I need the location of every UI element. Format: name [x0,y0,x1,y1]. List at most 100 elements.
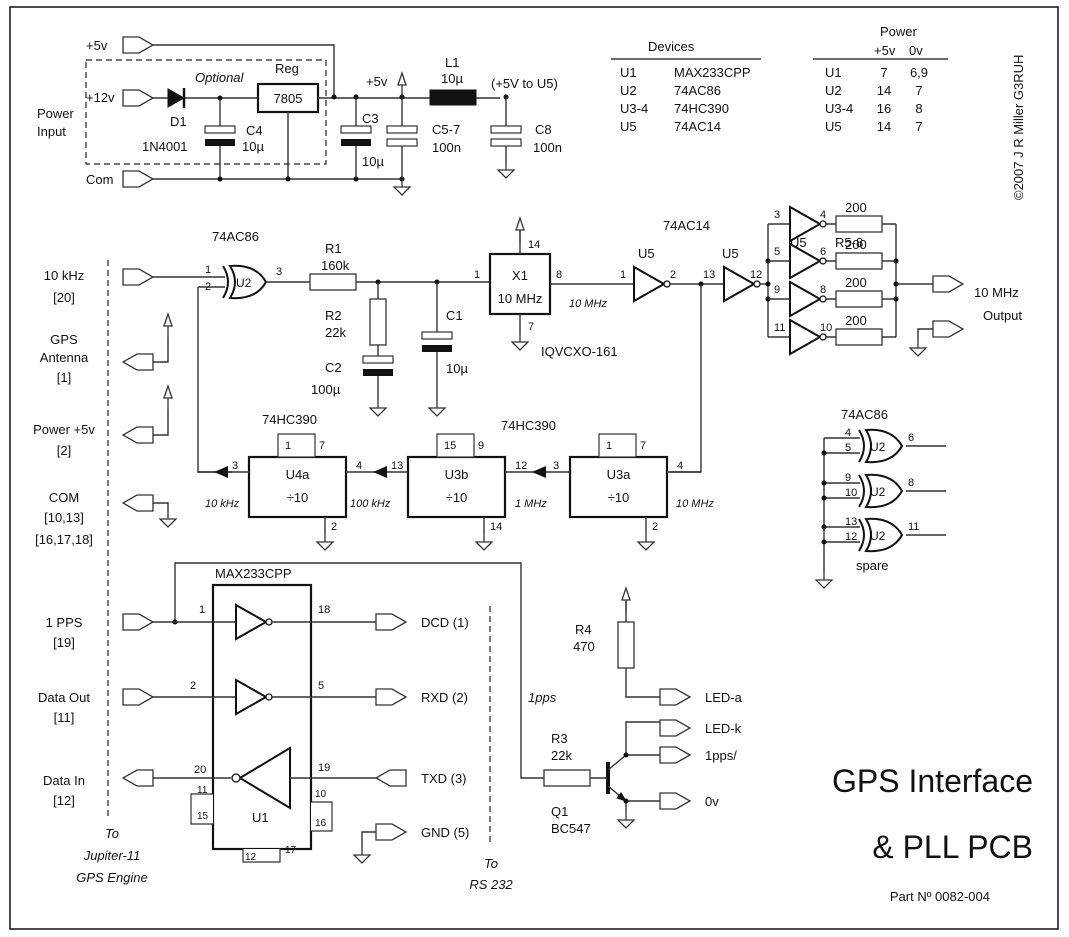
device-ref: U2 [620,83,637,98]
x1-pin8: 8 [556,269,562,281]
max-pin17: 17 [285,845,297,856]
device-part: 74HC390 [674,101,729,116]
output-gate-out-pin: 8 [820,284,826,296]
power-0v-pin: 6,9 [910,65,928,80]
spare-gate-ref: U2 [870,485,886,499]
divider-out-freq: 1 MHz [515,498,547,510]
c4-ref: C4 [246,123,263,138]
optional-label: Optional [195,70,245,85]
output-resistor [835,328,883,346]
inv2-pin-in: 13 [703,269,715,281]
spare-pin-in2: 10 [845,487,857,499]
reg-label: Reg [275,61,299,76]
r3-ref: R3 [551,731,568,746]
divider-in-pin: 4 [356,460,362,472]
r1-value: 160k [321,258,350,273]
max-pin1: 1 [199,604,205,616]
x1-pin14: 14 [528,239,540,251]
divider-ref: U3a [607,467,632,482]
conn-com-pin: [10,13] [44,510,84,525]
rs232-gnd: GND (5) [421,825,469,840]
xor-part: 74AC86 [212,229,259,244]
power-input-label: Power [37,106,75,121]
spare-pin-in1: 13 [845,516,857,528]
c3-value: 10µ [362,154,384,169]
r2-resistor [369,298,387,346]
output-resistor-value: 200 [845,275,867,290]
max-pin16: 16 [315,818,327,829]
divider-top-pin: 7 [640,440,646,452]
divider-out-pin: 3 [553,460,559,472]
inv2-pin-out: 12 [750,269,762,281]
devices-heading: Devices [648,39,695,54]
max233-part: MAX233CPP [215,566,292,581]
divider-block [568,455,669,519]
port-led-k-icon [659,719,691,737]
ground-icon [428,399,446,417]
power-0v-pin: 7 [915,119,922,134]
port-dcd-icon [375,613,407,631]
c4-capacitor [204,125,236,147]
title-block: GPS Interface & PLL PCB Part Nº 0082-004 [832,763,1033,904]
max-pin20: 20 [194,764,206,776]
optional-region [85,59,327,165]
conn-power-pin: [2] [57,443,71,458]
divider-in-freq: 10 MHz [676,498,714,510]
output-resistor-value: 200 [845,237,867,252]
max-pin2: 2 [190,680,196,692]
spare-pin-in1: 4 [845,427,851,439]
r4-value: 470 [573,639,595,654]
output-gate-out-pin: 10 [820,322,832,334]
d1-part: 1N4001 [142,139,188,154]
net-1pps: 1pps [528,690,557,705]
port-label-5v: +5v [86,38,108,53]
c8-value: 100n [533,140,562,155]
u3-part: 74HC390 [501,418,556,433]
power-ref: U2 [825,83,842,98]
divider-top-pin: 7 [319,440,325,452]
device-part: 74AC86 [674,83,721,98]
power-0v-pin: 7 [915,83,922,98]
l1-inductor [429,89,477,106]
ground-icon [316,533,334,551]
power-heading: Power [880,24,918,39]
port-0v-icon [659,792,691,810]
power-ref: U1 [825,65,842,80]
conn-com: COM [49,490,79,505]
led-a-label: LED-a [705,690,743,705]
divider-top-pin: 9 [478,440,484,452]
divider-gnd-pin: 14 [490,521,502,533]
u4-part: 74HC390 [262,412,317,427]
divider-out-pin: 13 [391,460,403,472]
port-5v-icon [122,36,154,54]
output-label-freq: 10 MHz [974,285,1019,300]
c57-value: 100n [432,140,461,155]
pll-section: 74AC86 U2 1 2 3 R1 160k R2 22k C2 100µ C… [153,217,768,473]
output-gate-in-pin: 5 [774,246,780,258]
spare-gate-ref: U2 [870,440,886,454]
power-input-label-2: Input [37,124,66,139]
conn-gps-2: Antenna [40,350,89,365]
title-line2: & PLL PCB [872,829,1033,865]
x1-ref: X1 [512,268,528,283]
rs232-footer: RS 232 [469,877,513,892]
port-gnd-icon [375,823,407,841]
inv-part: 74AC14 [663,218,710,233]
r1-resistor [309,273,357,291]
power-5v-pin: 7 [880,65,887,80]
divider-in-pin: 4 [677,460,683,472]
divider-ref: U3b [445,467,469,482]
device-ref: U3-4 [620,101,648,116]
output-resistor [835,290,883,308]
footer-to: To [105,826,119,841]
rs232-rxd: RXD (2) [421,690,468,705]
port-com-icon [122,494,154,512]
r1-ref: R1 [325,241,342,256]
ground-icon [159,510,177,528]
divider-ratio: ÷10 [608,490,630,505]
